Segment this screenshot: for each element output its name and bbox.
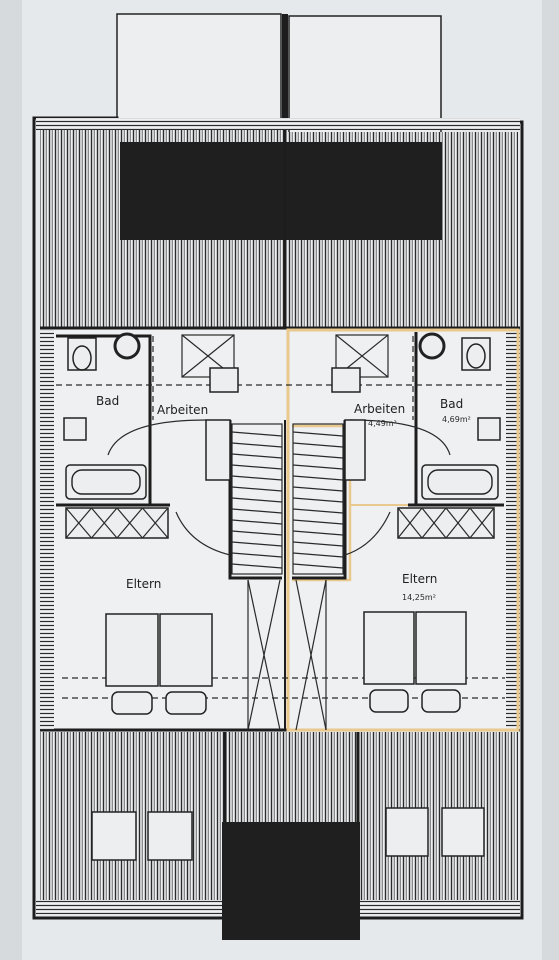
dormer-dark-band bbox=[120, 142, 442, 240]
stair-tread bbox=[231, 508, 283, 514]
right-bath-area: 4,69m² bbox=[442, 415, 471, 424]
wardrobe-cross bbox=[116, 507, 143, 539]
right-bath-label: Bad bbox=[440, 397, 463, 411]
toilet-icon bbox=[461, 337, 491, 371]
stair-tread bbox=[292, 497, 344, 503]
stair-shaft bbox=[247, 579, 327, 731]
stair-tread bbox=[292, 530, 344, 536]
wardrobe-crosses bbox=[65, 507, 495, 539]
stair-tread bbox=[292, 552, 344, 558]
wardrobe-cross bbox=[91, 507, 118, 539]
wardrobe-cross bbox=[469, 507, 495, 539]
stair-tread bbox=[292, 464, 344, 470]
wardrobe-cross bbox=[397, 507, 423, 539]
skylight-icon bbox=[181, 334, 389, 393]
stair-tread bbox=[231, 475, 283, 481]
skylight-icon bbox=[385, 807, 429, 857]
left-bedroom-label: Eltern bbox=[126, 577, 161, 591]
stair-tread bbox=[231, 486, 283, 492]
stair-tread bbox=[231, 464, 283, 470]
sink-icon bbox=[113, 332, 141, 360]
roof-top-hatch bbox=[36, 118, 520, 330]
balcony-dark-block bbox=[222, 822, 360, 940]
stair-tread bbox=[231, 530, 283, 536]
wardrobe-cross bbox=[142, 507, 169, 539]
stair-steps bbox=[231, 431, 344, 569]
stair-tread bbox=[292, 541, 344, 547]
skylight-icon bbox=[147, 811, 193, 861]
highlighted-unit-outline bbox=[286, 328, 520, 732]
stair-tread bbox=[292, 519, 344, 525]
left-bath-label: Bad bbox=[96, 394, 119, 408]
skylight-icon bbox=[91, 811, 137, 861]
stair-tread bbox=[292, 486, 344, 492]
roof-bottom-hatch bbox=[36, 732, 520, 940]
wardrobe-cross bbox=[445, 507, 471, 539]
right-bedroom-label: Eltern bbox=[402, 572, 437, 586]
stair-tread bbox=[231, 442, 283, 448]
stair-tread bbox=[292, 563, 344, 569]
stair-tread bbox=[231, 519, 283, 525]
top-balcony bbox=[116, 13, 442, 135]
stair-tread bbox=[231, 431, 283, 437]
wardrobe-left bbox=[65, 507, 169, 539]
wardrobe-right bbox=[397, 507, 495, 539]
stair-tread bbox=[231, 563, 283, 569]
toilet-icon bbox=[67, 337, 97, 371]
stair-tread bbox=[231, 497, 283, 503]
sink-icon bbox=[418, 332, 446, 360]
stair-tread bbox=[292, 442, 344, 448]
wardrobe-cross bbox=[65, 507, 92, 539]
skylight-icon bbox=[441, 807, 485, 857]
interior-walls bbox=[56, 332, 504, 730]
stair-tread bbox=[292, 475, 344, 481]
stair-tread bbox=[231, 552, 283, 558]
right-study-label: Arbeiten bbox=[354, 402, 405, 416]
stair-tread bbox=[231, 541, 283, 547]
left-bath-fixtures bbox=[63, 332, 147, 500]
right-study-area: 4,49m² bbox=[368, 419, 397, 428]
wardrobe-cross bbox=[421, 507, 447, 539]
stair-tread bbox=[292, 508, 344, 514]
right-bath-fixtures bbox=[418, 332, 501, 500]
bathtub-icon bbox=[65, 464, 147, 500]
left-study-label: Arbeiten bbox=[157, 403, 208, 417]
stair-tread bbox=[231, 453, 283, 459]
staircase-icon bbox=[231, 423, 344, 575]
right-bedroom-area: 14,25m² bbox=[402, 593, 436, 602]
bed-icon bbox=[105, 611, 467, 715]
stair-tread bbox=[292, 431, 344, 437]
stair-tread bbox=[292, 453, 344, 459]
bathtub-icon bbox=[421, 464, 499, 500]
